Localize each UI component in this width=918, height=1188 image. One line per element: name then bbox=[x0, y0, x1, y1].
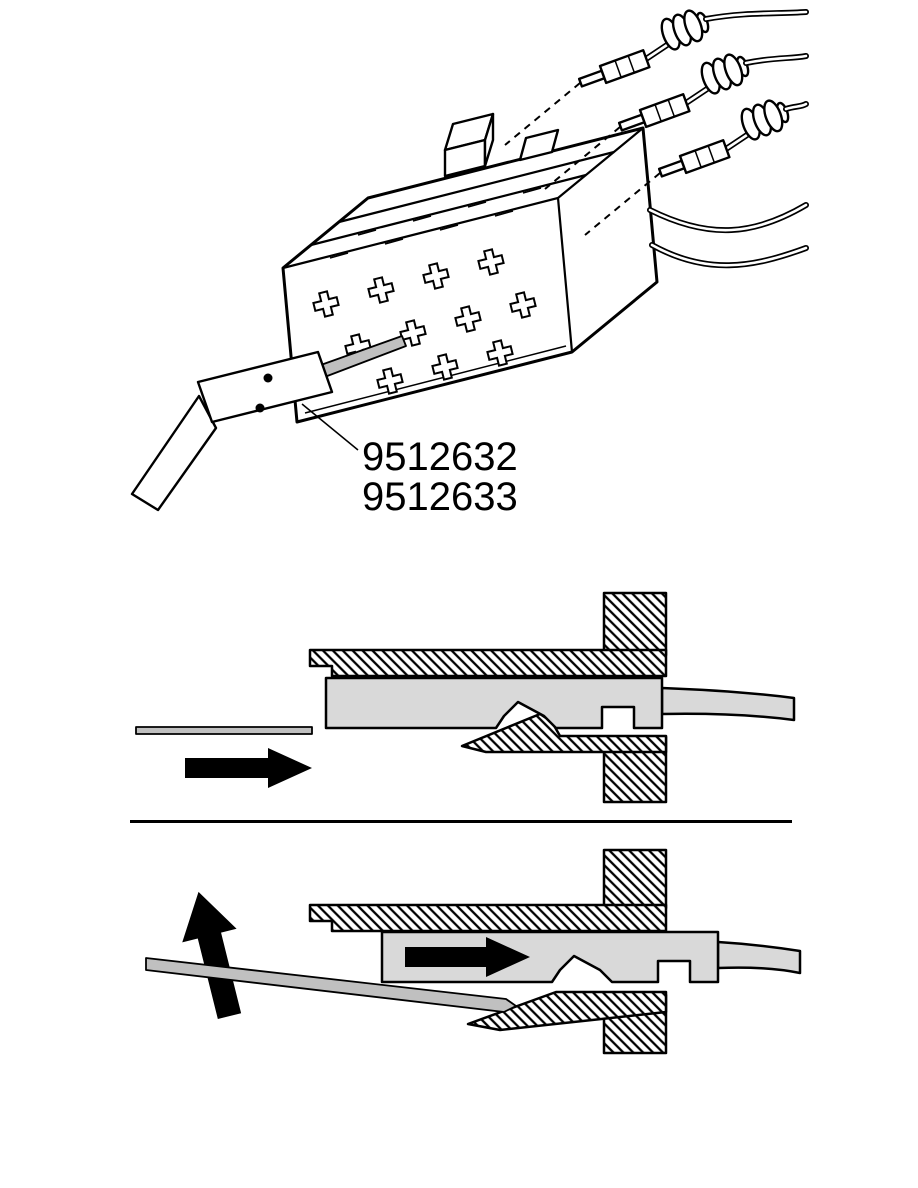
seal-wires bbox=[703, 9, 809, 112]
locking-tongue-deflected bbox=[466, 990, 668, 1032]
housing-secondary-tab bbox=[518, 128, 560, 162]
release-section-drawing bbox=[145, 848, 802, 1055]
terminal-wire bbox=[660, 686, 796, 722]
part-number-leader-line bbox=[301, 403, 359, 451]
tool-part-number-1: 9512632 bbox=[362, 435, 518, 479]
tool-rivet-2 bbox=[255, 403, 265, 413]
cross-section-release-figure bbox=[0, 840, 918, 1070]
alignment-dashes-3 bbox=[584, 172, 661, 236]
seal-stub-wires bbox=[643, 34, 762, 152]
insertion-section-drawing bbox=[135, 591, 796, 804]
connector-housing bbox=[281, 112, 659, 424]
exploded-view-drawing bbox=[130, 9, 809, 512]
cross-section-insertion-figure bbox=[0, 580, 918, 830]
male-terminal-2 bbox=[617, 93, 691, 132]
alignment-dashes-1 bbox=[504, 82, 581, 146]
male-terminal-1 bbox=[577, 49, 651, 88]
housing-wires bbox=[647, 202, 809, 269]
tool-part-number-2: 9512633 bbox=[362, 475, 518, 519]
terminal-wire bbox=[716, 940, 802, 975]
tool-rivet-1 bbox=[263, 373, 273, 383]
figure-divider bbox=[130, 820, 792, 823]
housing-latch bbox=[443, 112, 495, 178]
housing-cavity-comb bbox=[310, 150, 615, 259]
terminal-body bbox=[324, 676, 664, 730]
removal-tool bbox=[130, 335, 407, 512]
alignment-dashes-2 bbox=[544, 126, 621, 190]
housing-top-wall bbox=[308, 903, 668, 933]
tool-blade-section bbox=[135, 726, 313, 735]
male-terminal-3 bbox=[657, 139, 731, 178]
panel-wall-upper bbox=[602, 591, 668, 657]
extraction-arrow bbox=[405, 937, 530, 977]
panel-wall-upper bbox=[602, 848, 668, 910]
tool-blade-angled bbox=[145, 957, 517, 1013]
tool-handle-plate bbox=[196, 350, 334, 424]
wire-seal-1 bbox=[660, 9, 710, 51]
wire-seal-2 bbox=[700, 53, 750, 95]
wire-seal-3 bbox=[740, 99, 790, 141]
tool-strap bbox=[130, 394, 218, 512]
exploded-view-figure: 9512632 9512633 bbox=[0, 0, 918, 560]
alignment-dashes bbox=[504, 82, 661, 236]
housing-top-wall bbox=[308, 648, 668, 678]
lift-arrow bbox=[182, 891, 242, 1020]
insertion-arrow bbox=[185, 748, 312, 788]
terminal-body bbox=[380, 930, 720, 984]
